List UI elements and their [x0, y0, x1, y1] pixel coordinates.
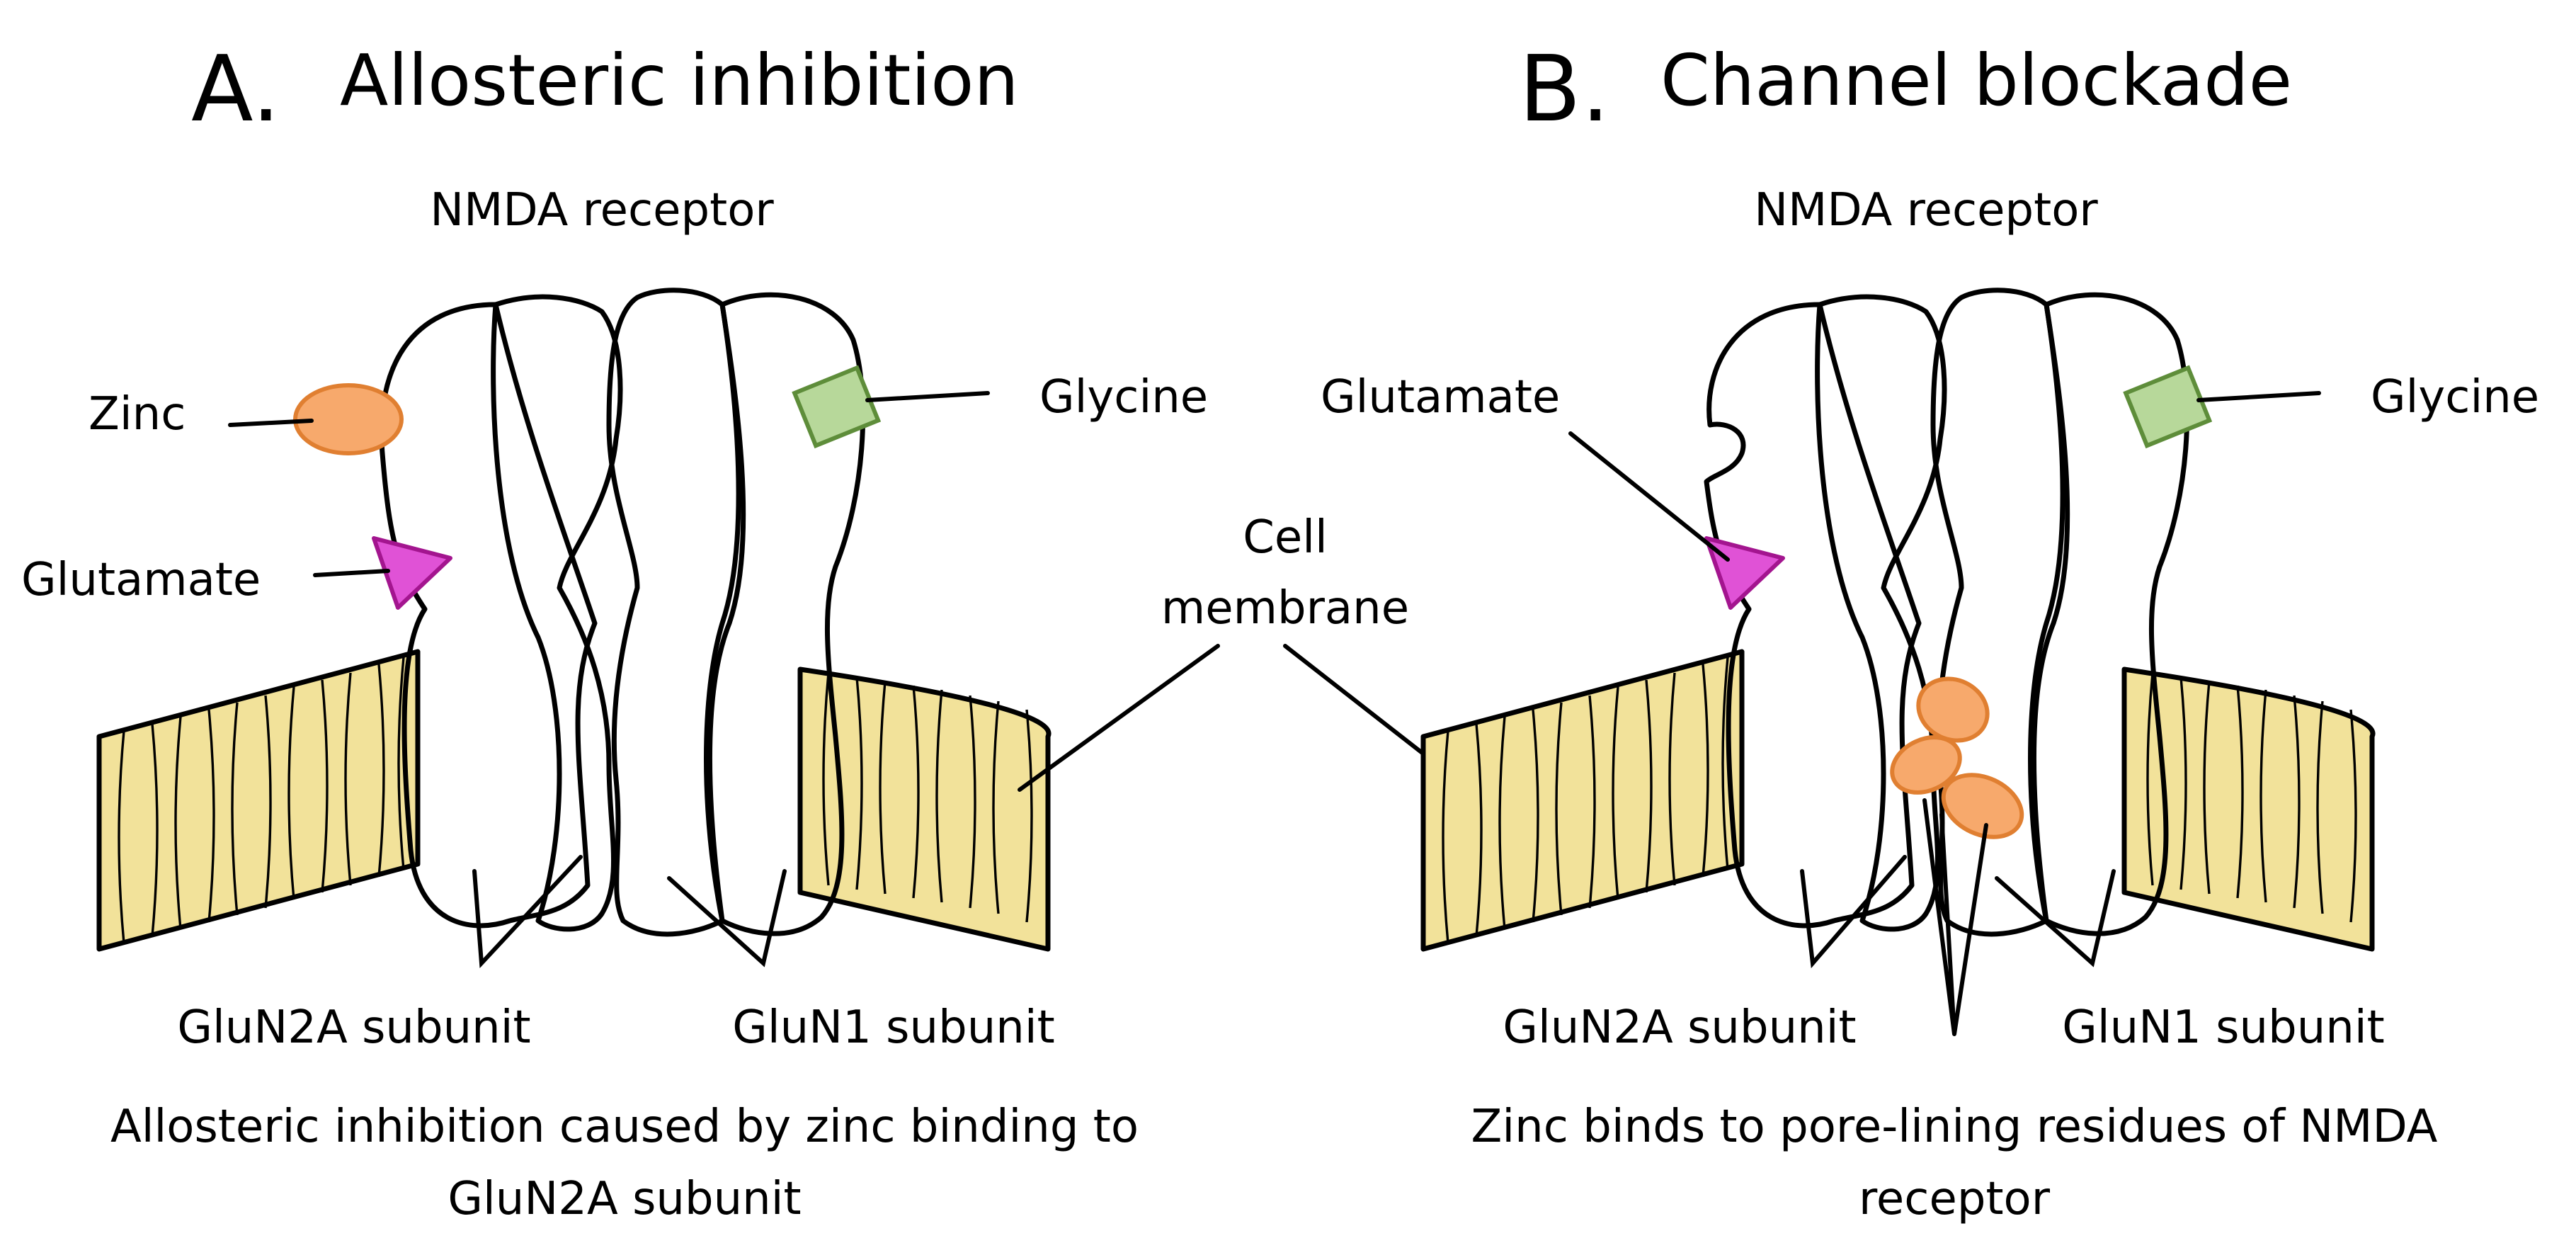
panel-a-glun1-inner — [606, 288, 741, 937]
panel-b-caption-line1: Zinc binds to pore-lining residues of NM… — [1471, 1101, 2438, 1153]
panel-a-glun2a-inner — [491, 294, 623, 932]
panel-b-glycine-label: Glycine — [2371, 371, 2539, 424]
panel-a-glun1-leader — [667, 869, 787, 967]
panel-a-glutamate-leader — [313, 569, 390, 577]
panel-b-glycine-rect — [2123, 365, 2213, 449]
pore-zinc-ion — [1890, 735, 1962, 795]
panel-b-cell-membrane — [1420, 649, 2376, 952]
panel-a-caption-line2: GluN2A subunit — [448, 1173, 801, 1225]
panel-a-glutamate-label: Glutamate — [21, 554, 261, 606]
panel-b-zinc-pore-leader — [1922, 798, 1988, 1036]
cell-membrane-leader-a — [1018, 644, 1220, 792]
panel-a-zinc-ion — [293, 383, 404, 455]
panel-b-glycine-leader — [2196, 391, 2321, 402]
panel-b-glutamate-label: Glutamate — [1321, 371, 1560, 424]
panel-b-receptor-label: NMDA receptor — [1754, 184, 2098, 237]
panel-b-glun2a-leader — [1800, 855, 1907, 969]
panel-b: B. Channel blockade NMDA receptor — [1321, 37, 2539, 1225]
panel-b-glun2a-label: GluN2A subunit — [1503, 1001, 1856, 1054]
panel-a-letter: A. — [191, 37, 280, 142]
panel-b-glutamate-leader — [1568, 431, 1730, 562]
panel-a-nmda-receptor — [379, 288, 866, 937]
panel-a-caption-line1: Allosteric inhibition caused by zinc bin… — [110, 1101, 1139, 1153]
panel-a-cell-membrane — [96, 649, 1052, 952]
panel-b-pore-zinc-ions — [1890, 676, 2024, 839]
panel-b-glun1-inner — [1930, 288, 2065, 937]
panel-a: A. Allosteric inhibition NMDA receptor — [21, 37, 1481, 1225]
panel-a-receptor-label: NMDA receptor — [430, 184, 774, 237]
panel-a-glun2a-leader — [472, 855, 583, 969]
panel-a-glun2a-label: GluN2A subunit — [177, 1001, 530, 1054]
cell-membrane-label-line1: Cell — [1243, 511, 1328, 564]
panel-a-glycine-label: Glycine — [1039, 371, 1208, 424]
panel-a-glun1-label: GluN1 subunit — [732, 1001, 1054, 1054]
panel-b-glutamate-triangle — [1704, 536, 1785, 610]
panel-b-glun2a-inner — [1815, 294, 1947, 932]
panel-a-glycine-rect — [792, 365, 882, 449]
panel-a-glun2a-outer — [379, 302, 598, 929]
panel-b-glun1-leader — [1995, 869, 2116, 967]
panel-a-zinc-leader — [228, 419, 314, 427]
pore-zinc-ion — [1941, 773, 2024, 839]
panel-b-letter: B. — [1519, 37, 1610, 142]
panel-a-glycine-leader — [865, 391, 990, 402]
panel-b-nmda-receptor — [1704, 288, 2190, 937]
panel-a-title: Allosteric inhibition — [340, 39, 1019, 122]
cell-membrane-label-line2: membrane — [1161, 582, 1409, 635]
panel-a-zinc-label: Zinc — [89, 388, 186, 441]
panel-b-caption-line2: receptor — [1859, 1173, 2051, 1225]
panel-b-title: Channel blockade — [1660, 39, 2292, 122]
panel-b-glun1-label: GluN1 subunit — [2062, 1001, 2384, 1054]
panel-b-glun2a-outer — [1704, 302, 1922, 929]
